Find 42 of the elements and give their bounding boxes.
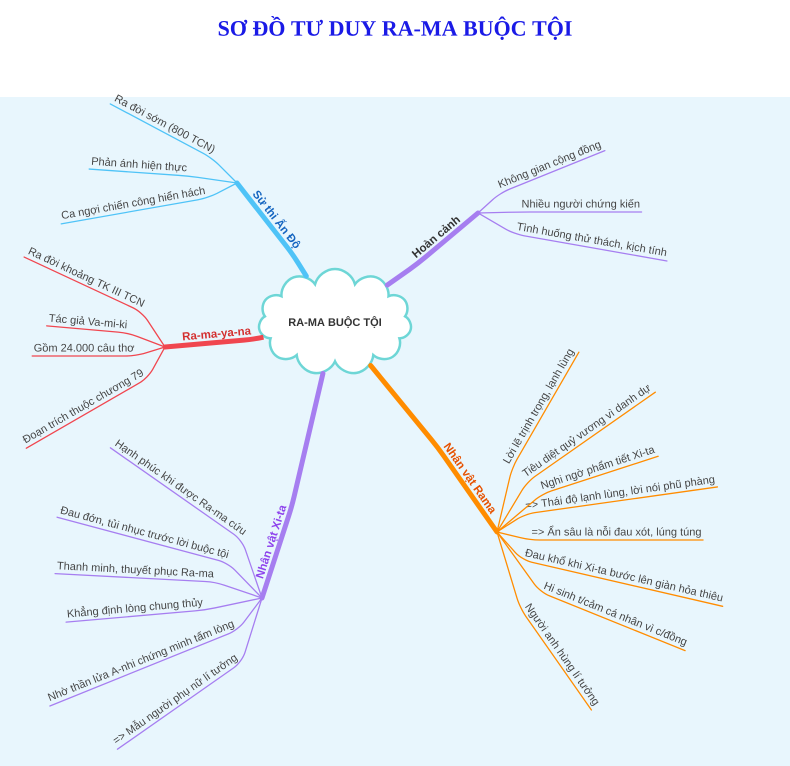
branch-label: Nhân vật Xi-ta: [256, 506, 286, 579]
topic-text: Tác giả Va-mi-ki: [49, 314, 127, 328]
topic-text: Phản ánh hiện thực: [92, 157, 187, 172]
topic-line: [477, 150, 606, 214]
topic-text: Thanh minh, thuyết phục Ra-ma: [57, 562, 214, 578]
topic-line: [60, 182, 238, 225]
topic-line: [496, 531, 686, 652]
branch-line: [368, 363, 500, 534]
topic-text: Gồm 24.000 câu thơ: [34, 343, 134, 352]
branch-line: [260, 370, 326, 600]
topic-line: [477, 211, 642, 214]
topic-line: [49, 597, 263, 707]
topic-text: Tình huống thử thách, kịch tính: [518, 222, 666, 256]
topic-line: [496, 531, 592, 711]
topic-line: [66, 597, 263, 623]
title: SƠ ĐỒ TƯ DUY RA-MA BUỘC TỘI: [218, 16, 572, 40]
topic-line: [24, 256, 166, 348]
topic-text: Khẳng định lòng chung thủy: [68, 598, 203, 618]
topic-line: [46, 325, 166, 348]
topic-line: [88, 168, 238, 184]
central-cloud: RA-MA BUỘC TỘI: [258, 268, 412, 374]
topic-text: => Ẩn sâu là nỗi đau xót, lúng túng: [532, 526, 701, 538]
topic-line: [116, 597, 263, 750]
topic-line: [496, 531, 704, 541]
topic-line: [54, 572, 263, 599]
branch-line: [384, 210, 480, 288]
topic-line: [110, 103, 238, 184]
topic-text: Không gian cộng đồng: [498, 142, 602, 188]
branch-label: Ra-ma-ya-na: [182, 328, 252, 340]
topic-line: [477, 212, 668, 262]
topic-line: [496, 486, 718, 533]
topic-line: [56, 516, 263, 599]
topic-line: [496, 392, 656, 533]
branch-line: [234, 180, 309, 279]
branch-label: Sử thi Ấn Độ: [253, 190, 300, 249]
topic-line: [26, 346, 166, 449]
topic-text: Nhiều người chứng kiến: [522, 199, 640, 210]
topic-line: [496, 531, 724, 607]
topic-text: Ca ngợi chiến công hiển hách: [62, 186, 205, 219]
branch-line: [162, 334, 266, 350]
topic-line: [32, 346, 166, 357]
topic-line: [496, 456, 659, 533]
